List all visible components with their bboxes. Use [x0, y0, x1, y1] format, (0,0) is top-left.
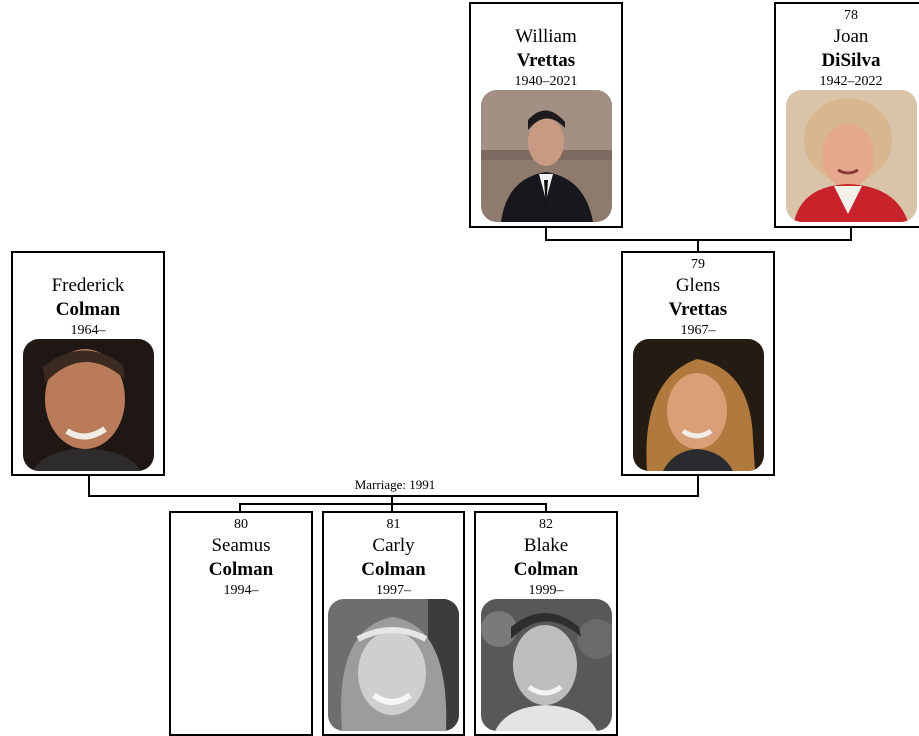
life-years: 1994–: [223, 583, 259, 598]
given-name: William: [515, 26, 577, 47]
portrait-photo-icon: [480, 599, 612, 731]
person-number: 79: [691, 257, 705, 272]
person-card-joan[interactable]: 78 Joan DiSilva 1942–2022: [774, 2, 919, 228]
portrait-photo-icon: [328, 599, 459, 731]
given-name: Seamus: [211, 535, 271, 556]
surname: Colman: [361, 559, 426, 580]
person-card-frederick[interactable]: Frederick Colman 1964–: [11, 251, 165, 476]
person-card-william[interactable]: William Vrettas 1940–2021: [469, 2, 623, 228]
surname: DiSilva: [821, 50, 881, 71]
life-years: 1942–2022: [819, 74, 883, 89]
person-card-glens[interactable]: 79 Glens Vrettas 1967–: [621, 251, 775, 476]
marriage-label: Marriage: 1991: [354, 477, 436, 492]
life-years: 1964–: [70, 323, 106, 338]
given-name: Carly: [372, 535, 415, 556]
given-name: Glens: [675, 275, 721, 296]
person-number: 82: [539, 517, 553, 532]
surname: Vrettas: [668, 299, 728, 320]
parents-connector-vrettas: [545, 228, 852, 241]
person-card-blake[interactable]: 82 Blake Colman 1999–: [474, 511, 618, 736]
given-name: Joan: [833, 26, 869, 47]
life-years: 1967–: [680, 323, 716, 338]
portrait-photo-icon: [785, 90, 917, 222]
person-card-seamus[interactable]: 80 Seamus Colman 1994–: [169, 511, 313, 736]
life-years: 1997–: [376, 583, 411, 598]
surname: Colman: [513, 559, 579, 580]
marriage-connector: [88, 476, 699, 497]
life-years: 1999–: [528, 583, 564, 598]
life-years: 1940–2021: [514, 74, 578, 89]
person-number: 80: [234, 517, 248, 532]
person-number: 78: [844, 8, 858, 23]
surname: Colman: [55, 299, 121, 320]
given-name: Blake: [523, 535, 569, 556]
portrait-photo-icon: [480, 90, 612, 222]
portrait-photo-icon: [22, 339, 154, 471]
person-number: 81: [386, 517, 401, 532]
given-name: Frederick: [51, 275, 125, 296]
person-card-carly[interactable]: 81 Carly Colman 1997–: [322, 511, 465, 736]
surname: Colman: [208, 559, 274, 580]
surname: Vrettas: [516, 50, 576, 71]
portrait-photo-icon: [632, 339, 764, 471]
